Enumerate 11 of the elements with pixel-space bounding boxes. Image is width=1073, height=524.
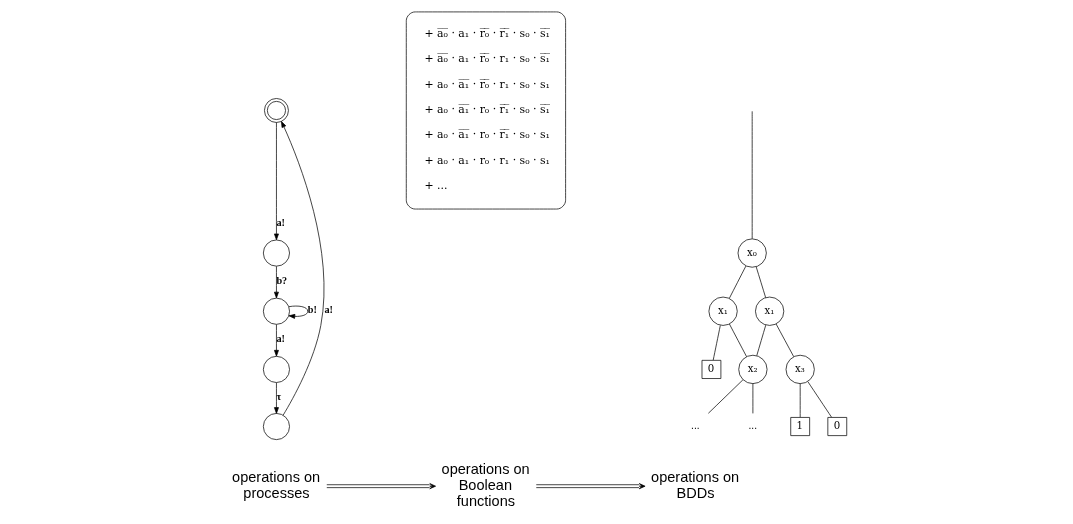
edge-label: τ <box>276 390 282 402</box>
edge-label: b? <box>276 274 288 286</box>
node-text: operations on BDDs <box>651 468 740 501</box>
node-text: ... <box>748 419 758 431</box>
edge-label: b! <box>307 303 317 315</box>
edge-label: a! <box>276 216 285 228</box>
node-text: operations on processes <box>232 468 321 501</box>
edge-label: a! <box>276 332 285 344</box>
node-text: operations on Boolean functions <box>441 460 530 509</box>
node-text: ... <box>691 419 700 431</box>
edge-label: a! <box>324 303 333 315</box>
